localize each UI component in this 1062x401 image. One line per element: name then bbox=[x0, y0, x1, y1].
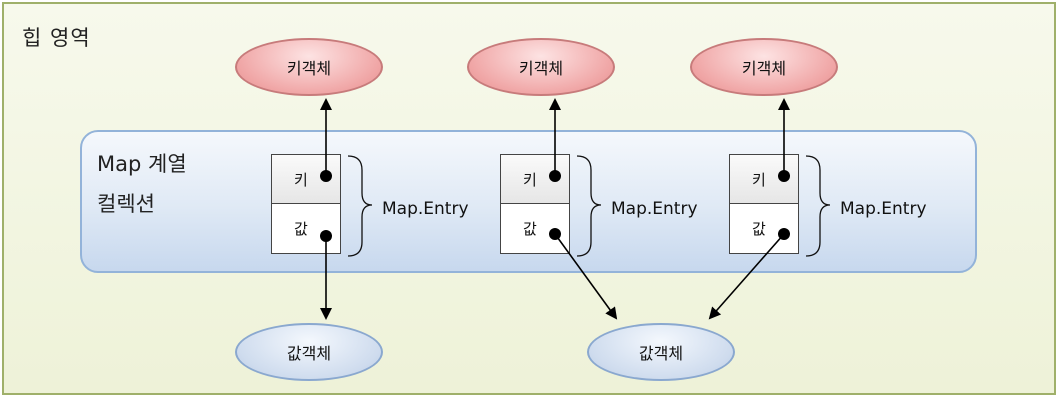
key-pointer-dot-1 bbox=[320, 170, 332, 182]
entry-brace-3 bbox=[805, 155, 831, 257]
value-pointer-dot-3 bbox=[778, 228, 790, 240]
entry-value-cell: 값 bbox=[272, 204, 340, 253]
value-object-1: 값객체 bbox=[235, 323, 383, 381]
value-object-2: 값객체 bbox=[587, 323, 735, 381]
heap-area-label: 힙 영역 bbox=[22, 26, 91, 50]
entry-brace-2 bbox=[576, 155, 602, 257]
collection-label-line1: Map 계열 bbox=[97, 152, 187, 176]
map-entry-2: 키 값 bbox=[500, 154, 570, 254]
entry-brace-1 bbox=[347, 155, 373, 257]
value-reference-arrow-2 bbox=[554, 233, 618, 320]
map-entry-label-2: Map.Entry bbox=[611, 199, 698, 219]
value-pointer-dot-2 bbox=[549, 228, 561, 240]
key-pointer-dot-3 bbox=[778, 170, 790, 182]
map-entry-label-1: Map.Entry bbox=[382, 199, 469, 219]
key-object-1: 키객체 bbox=[235, 38, 383, 96]
value-reference-arrow-3 bbox=[708, 233, 785, 320]
map-entry-label-3: Map.Entry bbox=[840, 199, 927, 219]
value-pointer-dot-1 bbox=[320, 230, 332, 242]
entry-value-cell: 값 bbox=[730, 204, 798, 253]
key-pointer-dot-2 bbox=[549, 170, 561, 182]
key-object-3: 키객체 bbox=[690, 38, 838, 96]
key-object-2: 키객체 bbox=[467, 38, 615, 96]
entry-value-cell: 값 bbox=[501, 204, 569, 253]
collection-label-line2: 컬렉션 bbox=[97, 192, 155, 216]
